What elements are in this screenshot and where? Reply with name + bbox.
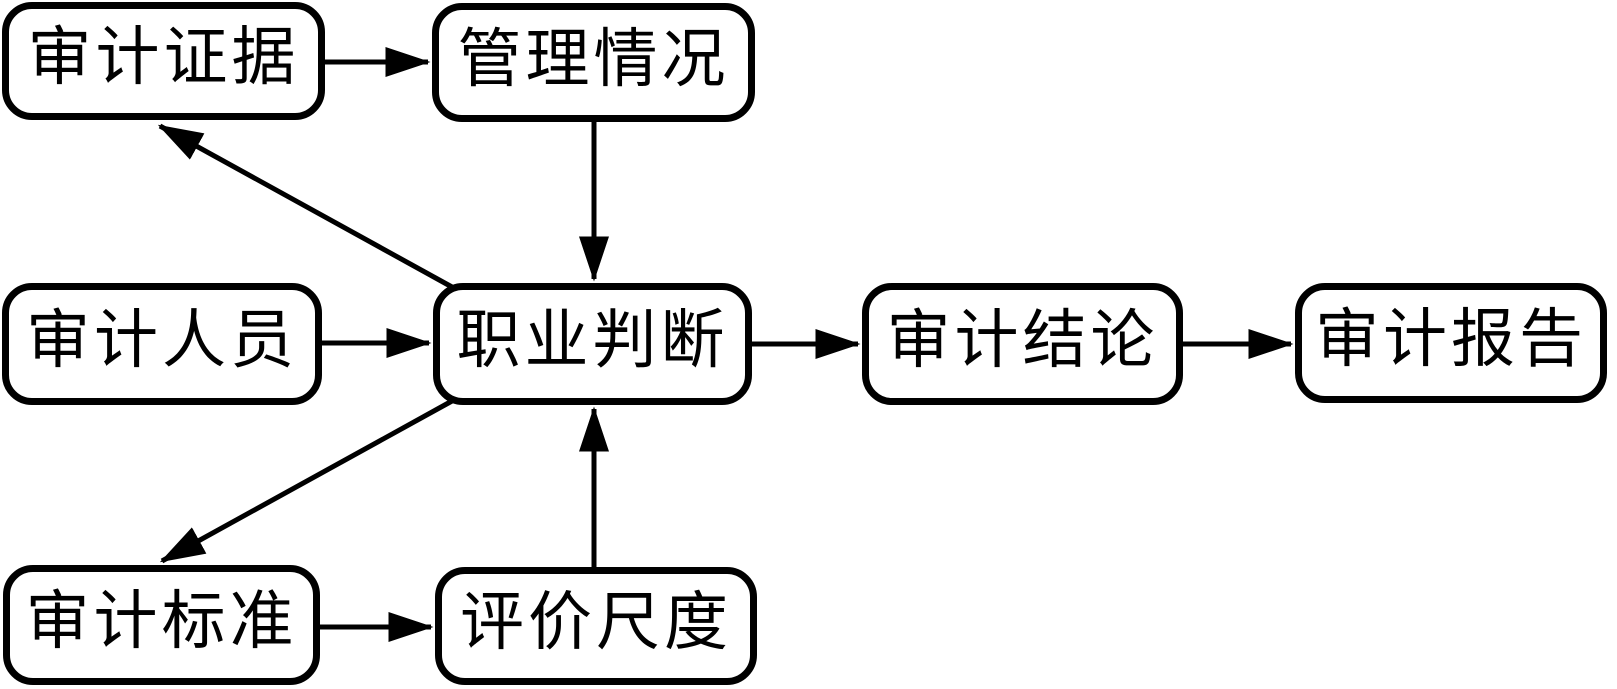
node-label-audit-evidence: 审计证据 — [27, 22, 300, 93]
node-label-management-situation: 管理情况 — [457, 23, 730, 95]
node-label-audit-conclusion: 审计结论 — [886, 305, 1159, 376]
node-professional-judgment: 职业判断 — [433, 283, 752, 405]
edge-professional-judgment-to-audit-standards — [159, 398, 454, 564]
edge-professional-judgment-to-audit-evidence — [157, 123, 454, 290]
node-audit-personnel: 审计人员 — [2, 283, 322, 405]
node-audit-conclusion: 审计结论 — [862, 283, 1183, 405]
node-label-audit-personnel: 审计人员 — [26, 305, 298, 376]
node-label-professional-judgment: 职业判断 — [456, 305, 729, 376]
node-audit-standards: 审计标准 — [3, 565, 320, 685]
node-label-evaluation-scale: 评价尺度 — [460, 587, 732, 658]
node-audit-evidence: 审计证据 — [2, 2, 325, 120]
node-management-situation: 管理情况 — [432, 3, 755, 122]
node-audit-report: 审计报告 — [1295, 283, 1607, 403]
node-label-audit-report: 审计报告 — [1315, 304, 1587, 375]
node-label-audit-standards: 审计标准 — [25, 586, 298, 657]
node-evaluation-scale: 评价尺度 — [435, 567, 757, 685]
